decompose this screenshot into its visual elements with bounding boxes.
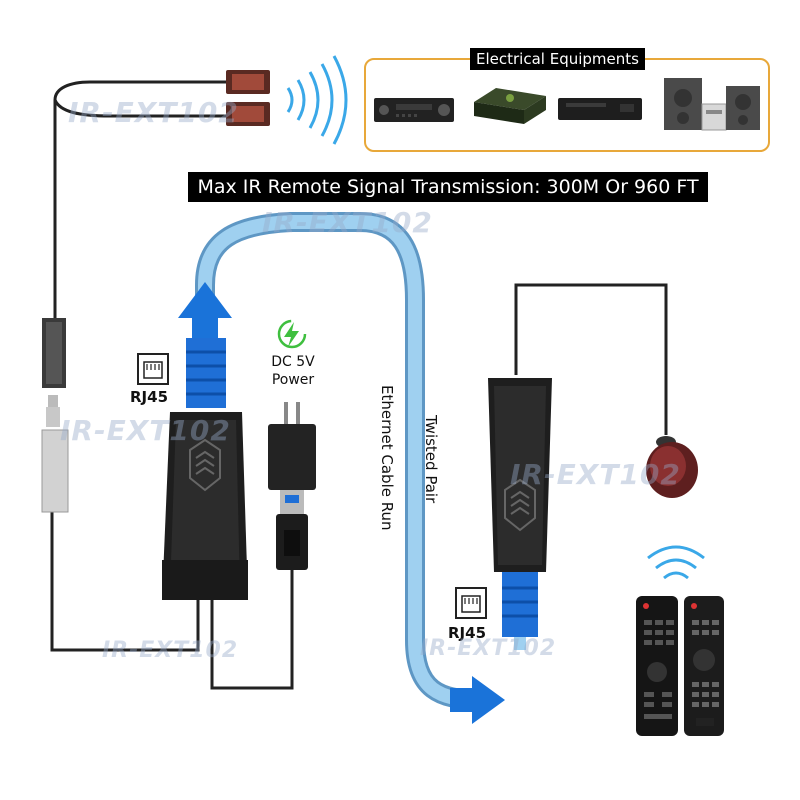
up-arrow-icon [178, 282, 232, 345]
twisted-pair-label: Twisted Pair [422, 415, 440, 504]
remote-control-icon [636, 596, 678, 736]
watermark: IR-EXT102 [102, 638, 239, 663]
stereo-system-icon [664, 78, 760, 131]
power-label-line1: DC 5V [271, 354, 315, 370]
rj45-label-left: RJ45 [130, 388, 169, 406]
max-transmission-banner: Max IR Remote Signal Transmission: 300M … [188, 172, 708, 202]
ir-emitter-cables [50, 80, 294, 690]
rj45-port-icon [137, 353, 169, 385]
dvd-player-icon [558, 98, 642, 120]
usb-adapter-icon [268, 402, 316, 570]
audio-jack-icon [41, 318, 69, 513]
lightning-icon [277, 319, 307, 349]
power-label-line2: Power [271, 372, 315, 388]
av-receiver-icon [374, 98, 454, 122]
signal-waves-icon [647, 545, 705, 580]
ir-emitter-icon [226, 70, 270, 126]
equipment-box-title: Electrical Equipments [470, 48, 645, 70]
ir-receiver-eye-icon [646, 436, 698, 498]
set-top-box-icon [474, 88, 546, 124]
watermark: IR-EXT102 [510, 458, 681, 491]
rj45-port-icon [455, 587, 487, 619]
right-arrow-icon [450, 676, 505, 724]
ethernet-cable [195, 212, 490, 710]
equipment-box [364, 58, 770, 152]
watermark: IR-EXT102 [60, 414, 231, 447]
signal-waves-icon [286, 55, 348, 145]
ethernet-run-label: Ethernet Cable Run [378, 385, 396, 531]
remote-control-icon [684, 596, 724, 736]
watermark: IR-EXT102 [68, 96, 239, 129]
watermark: IR-EXT102 [262, 206, 433, 239]
watermark: IR-EXT102 [420, 636, 557, 661]
transmitter-unit [162, 338, 248, 600]
rj45-label-right: RJ45 [448, 624, 487, 642]
receiver-unit [488, 283, 668, 650]
